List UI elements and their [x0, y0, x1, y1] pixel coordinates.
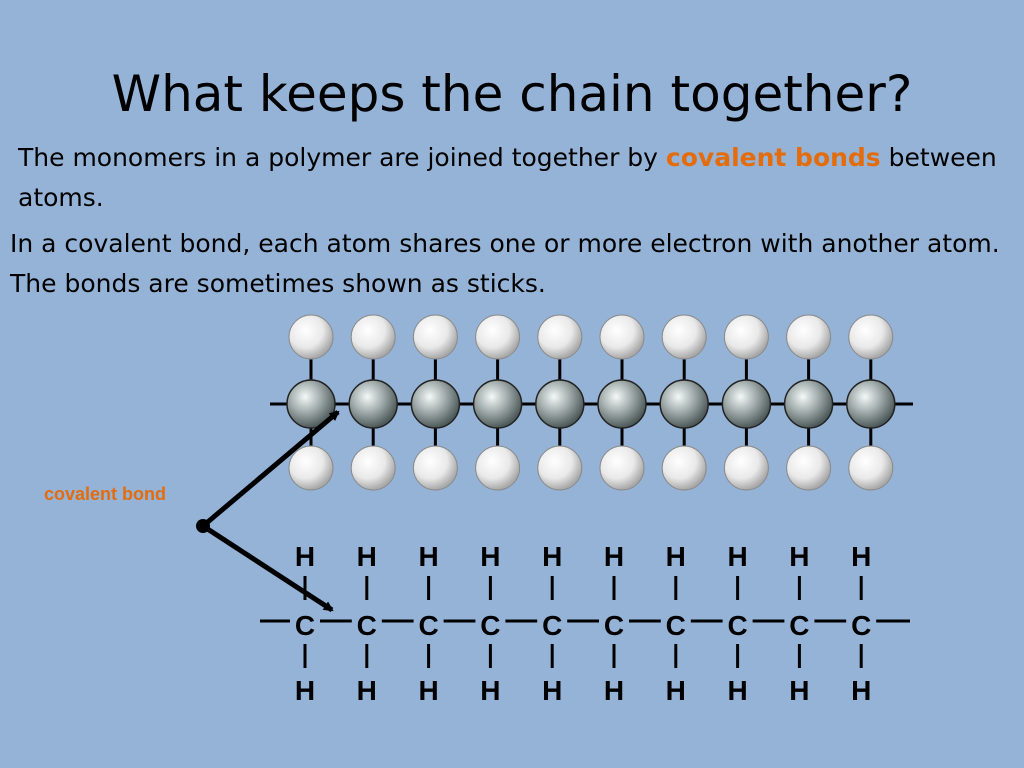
- formula-hydrogen-bottom: H: [789, 675, 809, 706]
- hydrogen-atom-bottom: [599, 445, 645, 491]
- formula-hydrogen-top: H: [418, 541, 438, 572]
- formula-hydrogen-top: H: [480, 541, 500, 572]
- hydrogen-atom-top: [723, 314, 769, 360]
- arrow-to-ball-bond: [201, 410, 340, 528]
- formula-hydrogen-bottom: H: [851, 675, 871, 706]
- carbon-atom: [348, 379, 398, 429]
- formula-carbon: C: [851, 610, 871, 641]
- hydrogen-atom-bottom: [661, 445, 707, 491]
- formula-hydrogen-top: H: [357, 541, 377, 572]
- intro-text-end: between atoms.: [18, 143, 997, 212]
- hydrogen-atom-top: [848, 314, 894, 360]
- ball-and-stick-model: [270, 314, 913, 491]
- carbon-atom: [783, 379, 834, 429]
- formula-hydrogen-bottom: H: [542, 675, 562, 706]
- hydrogen-atom-bottom: [288, 445, 334, 491]
- hydrogen-atom-bottom: [848, 445, 894, 491]
- formula-carbon: C: [295, 610, 315, 641]
- hydrogen-atom-bottom: [537, 445, 583, 491]
- hydrogen-atom-bottom: [786, 445, 832, 491]
- carbon-atom: [659, 379, 709, 429]
- structural-formula: H C H H C H H C H H C H H C H H C H H C H H C H H C H H C H: [260, 541, 910, 706]
- formula-carbon: C: [357, 610, 377, 641]
- covalent-bonds-highlight: covalent bonds: [665, 143, 881, 172]
- formula-hydrogen-bottom: H: [418, 675, 438, 706]
- formula-hydrogen-top: H: [542, 541, 562, 572]
- carbon-atom: [721, 379, 772, 429]
- formula-hydrogen-bottom: H: [357, 675, 377, 706]
- hydrogen-atom-top: [786, 314, 832, 360]
- formula-hydrogen-bottom: H: [480, 675, 500, 706]
- carbon-atom: [286, 379, 336, 429]
- carbon-atom: [472, 379, 523, 429]
- formula-carbon: C: [480, 610, 500, 641]
- formula-carbon: C: [418, 610, 438, 641]
- explanation-paragraph: In a covalent bond, each atom shares one…: [10, 229, 1000, 298]
- hydrogen-atom-top: [599, 314, 645, 360]
- formula-carbon: C: [727, 610, 747, 641]
- carbon-atom: [597, 379, 647, 429]
- hydrogen-atom-top: [412, 314, 458, 360]
- hydrogen-atom-bottom: [412, 445, 458, 491]
- carbon-atom: [846, 379, 896, 429]
- formula-hydrogen-top: H: [789, 541, 809, 572]
- formula-carbon: C: [789, 610, 809, 641]
- hydrogen-atom-top: [475, 314, 521, 360]
- hydrogen-atom-bottom: [723, 445, 769, 491]
- formula-hydrogen-top: H: [295, 541, 315, 572]
- callout-label: covalent bond: [44, 484, 167, 504]
- formula-hydrogen-top: H: [727, 541, 747, 572]
- hydrogen-atom-top: [537, 314, 583, 360]
- intro-text-start: The monomers in a polymer are joined tog…: [18, 143, 666, 172]
- formula-hydrogen-top: H: [666, 541, 686, 572]
- hydrogen-atom-bottom: [475, 445, 521, 491]
- formula-hydrogen-bottom: H: [666, 675, 686, 706]
- carbon-atom: [535, 379, 585, 429]
- formula-hydrogen-top: H: [604, 541, 624, 572]
- hydrogen-atom-top: [350, 314, 396, 360]
- carbon-atom: [410, 379, 461, 429]
- hydrogen-atom-bottom: [350, 445, 396, 491]
- intro-paragraph: The monomers in a polymer are joined tog…: [18, 138, 1008, 218]
- arrow-to-formula-bond: [201, 523, 334, 613]
- formula-hydrogen-bottom: H: [727, 675, 747, 706]
- formula-hydrogen-top: H: [851, 541, 871, 572]
- callout-arrows: [196, 410, 340, 613]
- formula-hydrogen-bottom: H: [604, 675, 624, 706]
- slide-title: What keeps the chain together?: [111, 65, 913, 123]
- formula-carbon: C: [542, 610, 562, 641]
- hydrogen-atom-top: [288, 314, 334, 360]
- formula-carbon: C: [604, 610, 624, 641]
- hydrogen-atom-top: [661, 314, 707, 360]
- formula-hydrogen-bottom: H: [295, 675, 315, 706]
- formula-carbon: C: [666, 610, 686, 641]
